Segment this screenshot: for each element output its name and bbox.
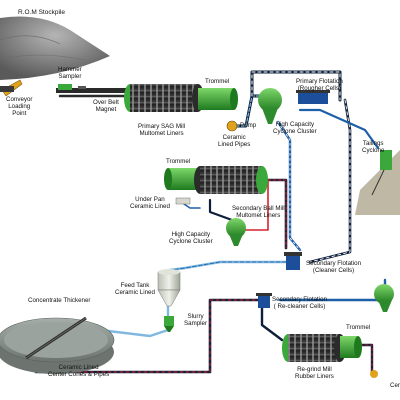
pipe-flotation-to-tailings xyxy=(298,108,380,150)
label-slurry-sampler: Slurry Sampler xyxy=(184,313,208,327)
pipe-cleaner-to-feed xyxy=(168,260,294,272)
label-trommel-3: Trommel xyxy=(346,324,371,331)
label-over-belt-magnet: Over Belt Magnet xyxy=(93,99,119,113)
label-secondary-ball-mill: Secondary Ball Mill Multomet Liners xyxy=(232,205,285,219)
label-cyclone-cluster-2: High Capacity Cyclone Cluster xyxy=(169,231,213,245)
label-concentrate-thickener: Concentrate Thickener xyxy=(28,297,91,304)
pipe-cyclone2-return xyxy=(239,179,269,231)
cyclone-right-edge xyxy=(374,284,394,312)
tailings-cyclone xyxy=(355,150,400,215)
label-regrind-mill: Re-grind Mill Rubber Liners xyxy=(295,366,334,380)
label-rom-stockpile: R.O.M Stockpile xyxy=(18,9,65,16)
primary-sag-mill xyxy=(124,84,238,112)
label-tailings-cyclone: Tailings Cyclone xyxy=(362,140,385,154)
label-hammer-sampler: Hammer Sampler xyxy=(58,66,82,80)
high-capacity-cyclone-cluster-2 xyxy=(226,218,246,246)
label-primary-sag-mill: Primary SAG Mill Multomet Liners xyxy=(138,123,186,137)
secondary-ball-mill xyxy=(164,166,268,194)
label-primary-flotation: Primary Flotation (Rougher Cells) xyxy=(296,78,343,92)
regrind-pump xyxy=(370,370,378,378)
label-cut-off-right: Cer xyxy=(390,382,400,389)
pipe-feed-to-thickener xyxy=(98,303,170,338)
rom-stockpile xyxy=(0,16,110,80)
pipe-ballmill-to-cyclone2 xyxy=(208,198,234,222)
conveyor-belt xyxy=(56,84,136,93)
label-secondary-flotation-cleaner: Secondary Flotation (Cleaner Cells) xyxy=(306,260,362,274)
concentrate-thickener xyxy=(0,316,115,374)
label-trommel-1: Trommel xyxy=(205,78,230,85)
feed-tank xyxy=(157,269,181,307)
slurry-sampler xyxy=(164,316,174,332)
secondary-flotation-cleaner-cells xyxy=(284,252,302,270)
label-under-pan: Under Pan Ceramic Lined xyxy=(130,196,170,210)
label-conveyor-loading-point: Conveyor Loading Point xyxy=(6,96,33,117)
label-pump: Pump xyxy=(240,122,257,129)
secondary-flotation-recleaner-cells xyxy=(256,293,272,308)
pipe-cyclone-down xyxy=(276,120,302,252)
high-capacity-cyclone-cluster-1 xyxy=(258,88,282,124)
label-ceramic-lined-pipes: Ceramic Lined Pipes xyxy=(218,134,251,148)
label-cyclone-cluster-1: High Capacity Cyclone Cluster xyxy=(273,121,317,135)
under-pan xyxy=(175,197,191,205)
label-trommel-2: Trommel xyxy=(166,158,191,165)
pump xyxy=(226,120,238,132)
label-ceramic-lined-center-cones: Ceramic Lined Center Cones & Pipes xyxy=(48,364,110,378)
regrind-mill xyxy=(282,334,362,362)
label-secondary-flotation-recleaner: Secondary Flotation ( Re-cleaner Cells) xyxy=(272,296,328,310)
conveyor-loading-point xyxy=(0,79,23,97)
label-feed-tank: Feed Tank Ceramic Lined xyxy=(115,282,155,296)
primary-flotation-cells xyxy=(296,90,330,104)
